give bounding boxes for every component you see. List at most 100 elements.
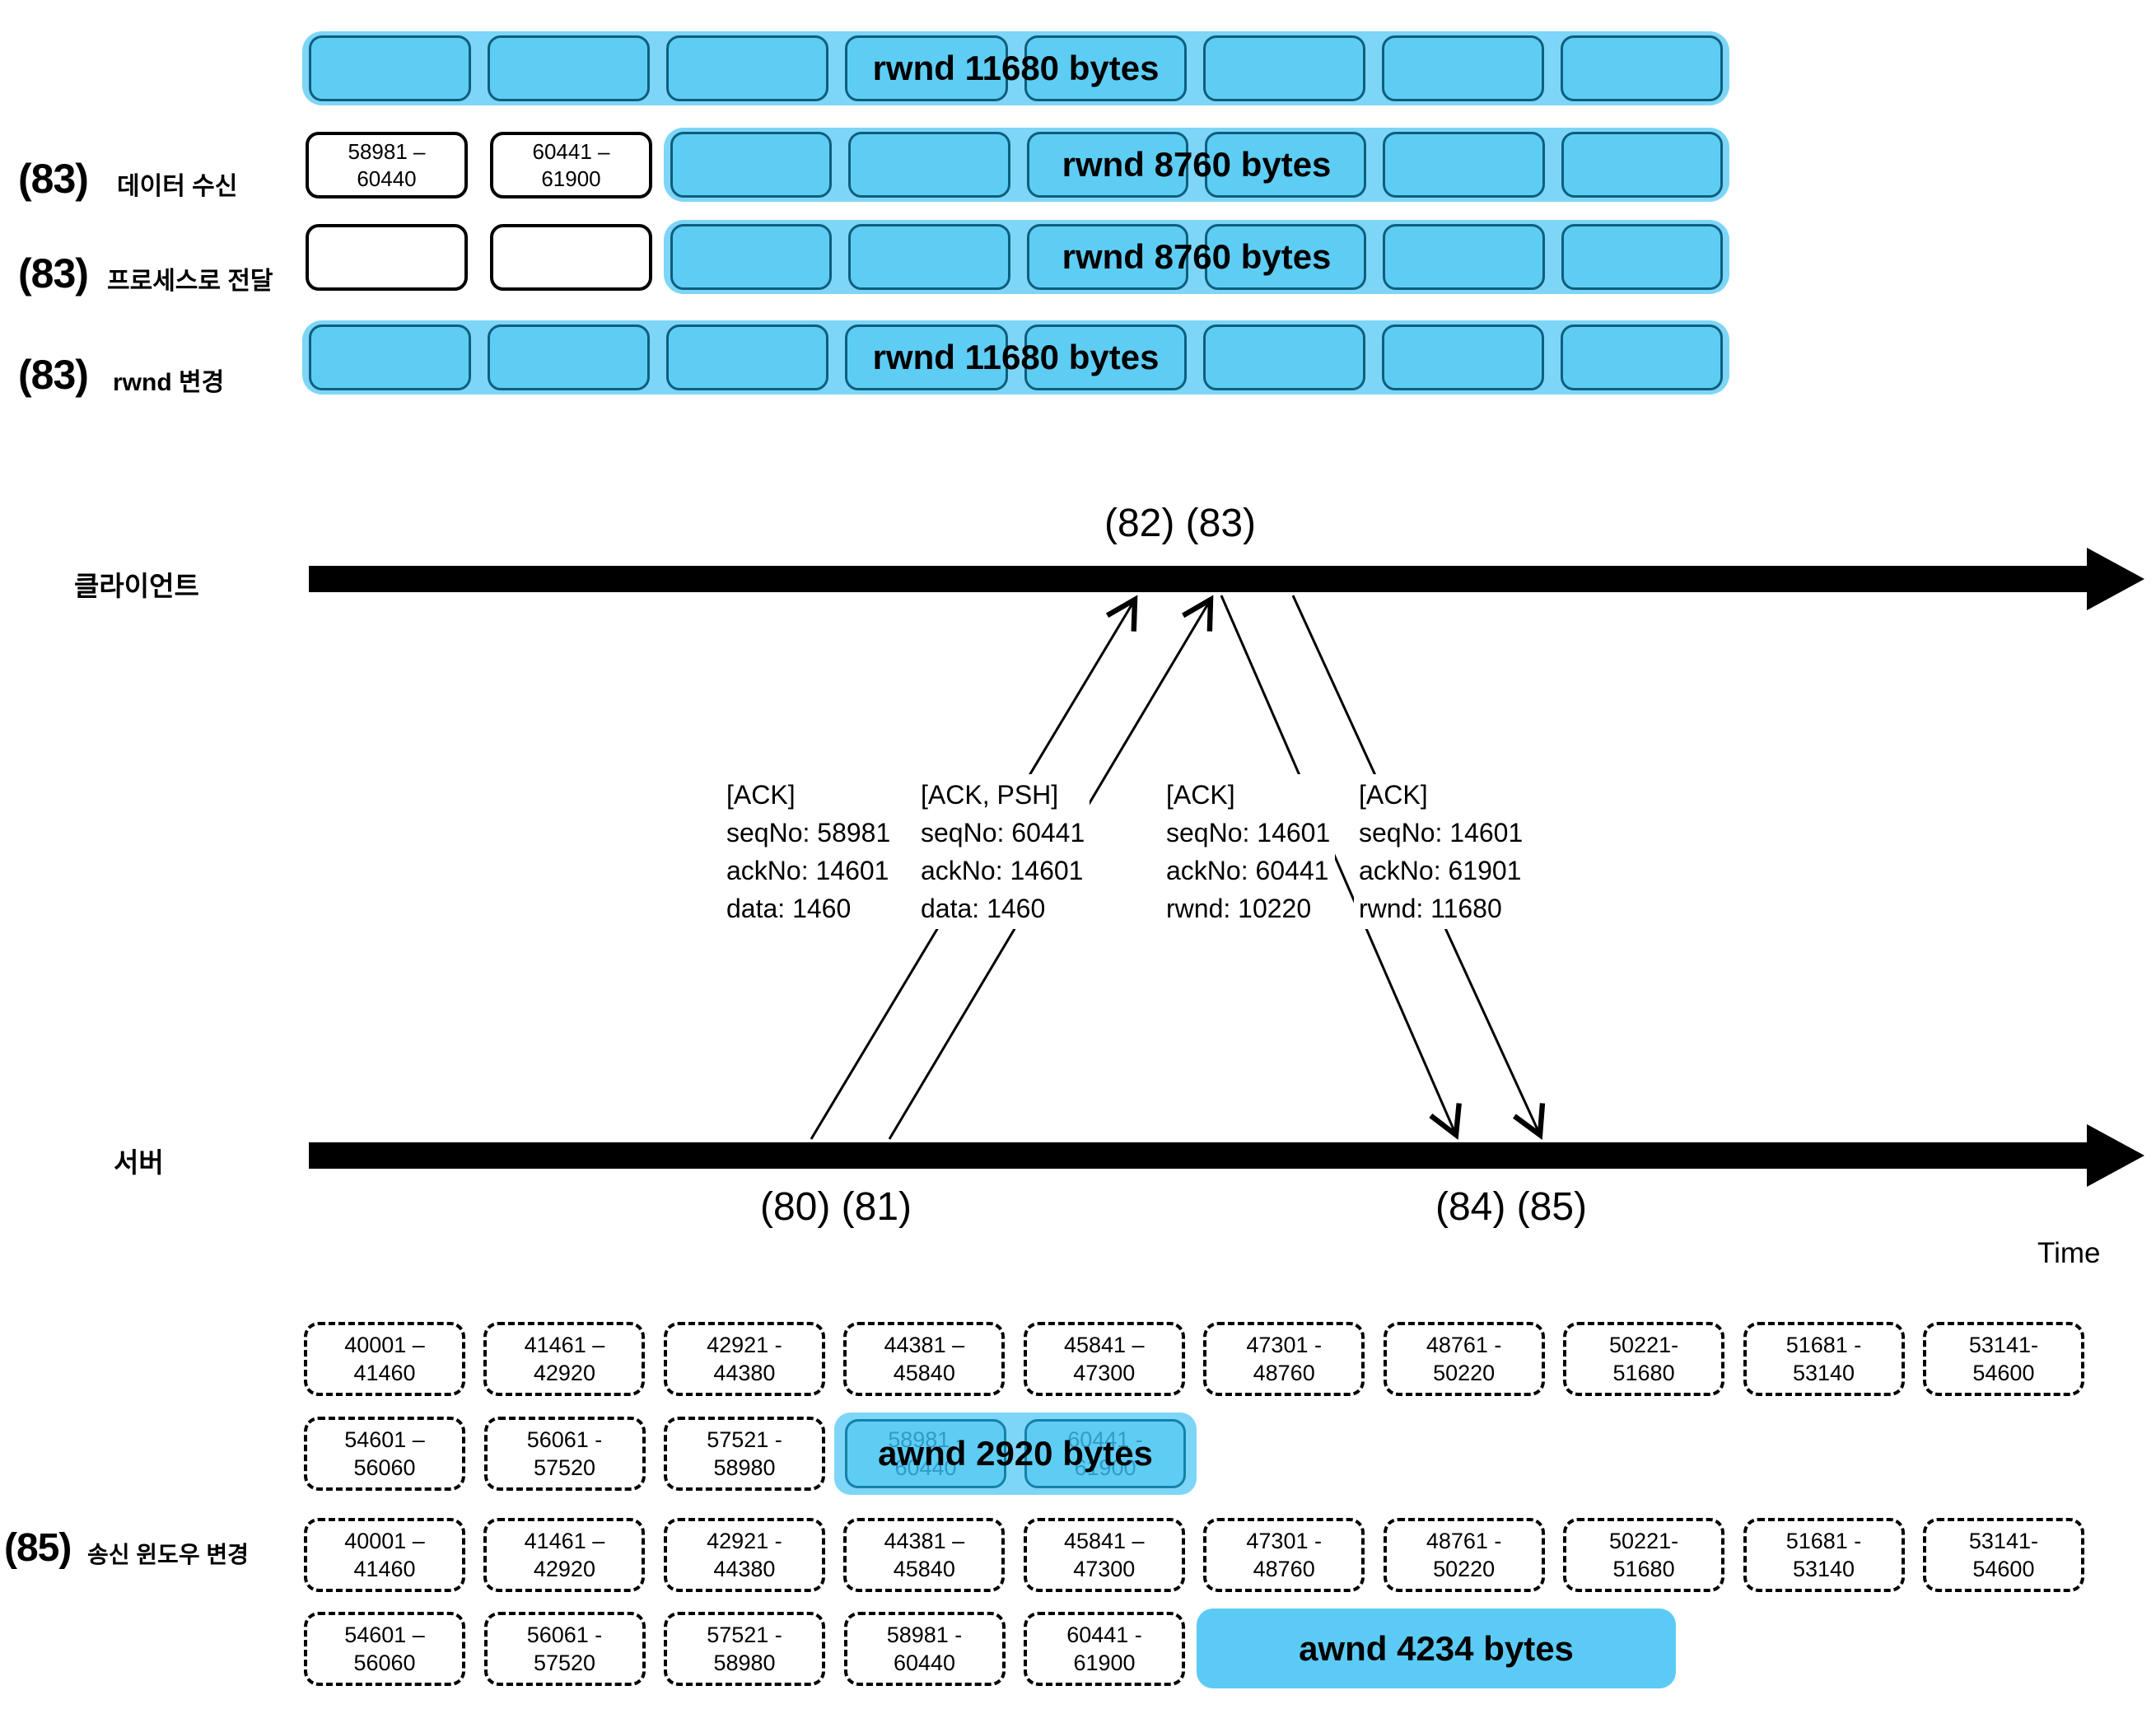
packet-arrow-84-ack-60441 — [1220, 595, 1462, 1141]
segment-box — [1024, 35, 1187, 101]
packet-2-data: data: 1460 — [921, 894, 1046, 923]
send-window-row-c: 40001 – 41460 41461 – 42920 42921 - 4438… — [304, 1518, 2084, 1592]
packet-1-flags: [ACK] — [726, 780, 796, 810]
segment-box — [309, 35, 472, 101]
segment-box — [488, 35, 651, 101]
in-flight-segment-box: 58981 - 60440 — [845, 1419, 1006, 1488]
segment-box — [1560, 325, 1723, 390]
rwnd-band-row4-label: rwnd 11680 bytes — [872, 338, 1160, 376]
segment-box — [666, 35, 829, 101]
server-label: 서버 — [114, 1147, 164, 1178]
packet-3-rwnd: rwnd: 10220 — [1166, 894, 1312, 923]
packet-3-ack: ackNo: 60441 — [1166, 856, 1329, 885]
seq-range-box: 56061 - 57520 — [483, 1612, 646, 1686]
row2-step-label: 데이터 수신 — [117, 173, 238, 200]
segment-box — [845, 325, 1008, 390]
seq-range-box: 53141- 54600 — [1922, 1322, 2084, 1396]
segment-box — [1204, 132, 1367, 198]
segment-box — [1204, 224, 1367, 290]
packet-3-flags: [ACK] — [1166, 780, 1235, 810]
row85-step-number: (85) — [4, 1526, 72, 1570]
seq-range-box: 58981 - 60440 — [843, 1612, 1006, 1686]
segment-box — [1560, 35, 1723, 101]
send-window-row-a: 40001 – 41460 41461 – 42920 42921 - 4438… — [304, 1322, 2084, 1396]
segment-box — [1024, 325, 1187, 390]
server-events-right-label: (84) (85) — [1435, 1185, 1588, 1229]
rwnd-band-row2: rwnd 8760 bytes — [664, 128, 1729, 202]
seq-range-box: 45841 – 47300 — [1023, 1322, 1185, 1396]
packet-label-3: [ACK] seqNo: 14601 ackNo: 60441 rwnd: 10… — [1161, 774, 1336, 929]
rwnd-band-row3: rwnd 8760 bytes — [664, 220, 1729, 294]
packet-label-2: [ACK, PSH] seqNo: 60441 ackNo: 14601 dat… — [916, 774, 1090, 929]
segment-box — [1383, 132, 1545, 198]
packet-1-data: data: 1460 — [726, 894, 852, 923]
seq-range-box: 48761 - 50220 — [1383, 1322, 1545, 1396]
row85-step-label: 송신 윈도우 변경 — [87, 1542, 249, 1567]
time-axis-label: Time — [2037, 1237, 2101, 1269]
seq-range-box: 50221- 51680 — [1563, 1518, 1725, 1592]
row3-step-label: 프로세스로 전달 — [107, 268, 273, 295]
segment-box — [848, 224, 1010, 290]
packet-2-ack: ackNo: 14601 — [921, 856, 1084, 885]
segment-box — [670, 132, 833, 198]
seq-range-box: 51681 - 53140 — [1743, 1518, 1905, 1592]
rwnd-band-row3-label: rwnd 8760 bytes — [1062, 237, 1332, 276]
delivered-segment-box-2 — [490, 224, 652, 291]
row2-step-number: (83) — [18, 156, 89, 202]
awnd-4234-label: awnd 4234 bytes — [1299, 1628, 1574, 1668]
seq-range-box: 42921 - 44380 — [663, 1322, 825, 1396]
send-window-row-d: 54601 – 56060 56061 - 57520 57521 - 5898… — [304, 1612, 1185, 1686]
client-label: 클라이언트 — [74, 571, 199, 601]
awnd-2920-label: awnd 2920 bytes — [878, 1434, 1153, 1473]
seq-range-box: 50221- 51680 — [1563, 1322, 1725, 1396]
packet-2-seq: seqNo: 60441 — [921, 818, 1085, 847]
packet-4-flags: [ACK] — [1359, 780, 1428, 810]
seq-range-box: 47301 - 48760 — [1203, 1322, 1365, 1396]
received-segment-box-2: 60441 – 61900 — [490, 132, 652, 198]
segment-box — [666, 325, 829, 390]
seq-range-box: 48761 - 50220 — [1383, 1518, 1545, 1592]
server-events-left-label: (80) (81) — [759, 1185, 912, 1229]
seq-range-box: 45841 – 47300 — [1023, 1518, 1185, 1592]
in-flight-segment-box: 60441 - 61900 — [1024, 1419, 1186, 1488]
rwnd-band-row1-label: rwnd 11680 bytes — [872, 49, 1160, 87]
seq-range-box: 47301 - 48760 — [1203, 1518, 1365, 1592]
segment-box — [670, 224, 833, 290]
client-events-label: (82) (83) — [1104, 502, 1257, 545]
segment-box — [1561, 132, 1723, 198]
packet-1-ack: ackNo: 14601 — [726, 856, 889, 885]
segment-box — [848, 132, 1010, 198]
packet-label-1: [ACK] seqNo: 58981 ackNo: 14601 data: 14… — [721, 774, 896, 929]
segment-box — [1381, 35, 1544, 101]
awnd-2920-band: 58981 - 60440 60441 - 61900 awnd 2920 by… — [834, 1412, 1197, 1495]
seq-range-box: 44381 – 45840 — [843, 1518, 1006, 1592]
seq-range-box: 40001 – 41460 — [304, 1322, 465, 1396]
packet-2-flags: [ACK, PSH] — [921, 780, 1059, 810]
segment-box — [1381, 325, 1544, 390]
seq-range-box: 60441 - 61900 — [1024, 1612, 1185, 1686]
seq-range-box: 53141- 54600 — [1922, 1518, 2084, 1592]
server-timeline-arrow — [309, 1124, 2144, 1187]
rwnd-band-row1: rwnd 11680 bytes — [302, 31, 1729, 105]
segment-box — [309, 325, 472, 390]
seq-range-box: 54601 – 56060 — [304, 1612, 465, 1686]
rwnd-band-row4: rwnd 11680 bytes — [302, 320, 1729, 395]
seq-range-box: 41461 – 42920 — [483, 1322, 646, 1396]
segment-box — [845, 35, 1008, 101]
seq-range-box: 56061 - 57520 — [483, 1417, 646, 1491]
packet-label-4: [ACK] seqNo: 14601 ackNo: 61901 rwnd: 11… — [1354, 774, 1528, 929]
segment-box — [1026, 132, 1188, 198]
row4-step-label: rwnd 변경 — [113, 369, 225, 396]
seq-range-box: 40001 – 41460 — [304, 1518, 465, 1592]
packet-1-seq: seqNo: 58981 — [726, 818, 891, 847]
received-segment-box-1: 58981 – 60440 — [306, 132, 468, 198]
client-timeline-arrow — [309, 548, 2144, 610]
row3-step-number: (83) — [18, 250, 89, 297]
packet-3-seq: seqNo: 14601 — [1166, 818, 1331, 847]
segment-box — [488, 325, 651, 390]
segment-box — [1202, 35, 1365, 101]
packet-4-rwnd: rwnd: 11680 — [1359, 894, 1502, 923]
segment-box — [1026, 224, 1188, 290]
segment-box — [1383, 224, 1545, 290]
seq-range-box: 54601 – 56060 — [304, 1417, 465, 1491]
